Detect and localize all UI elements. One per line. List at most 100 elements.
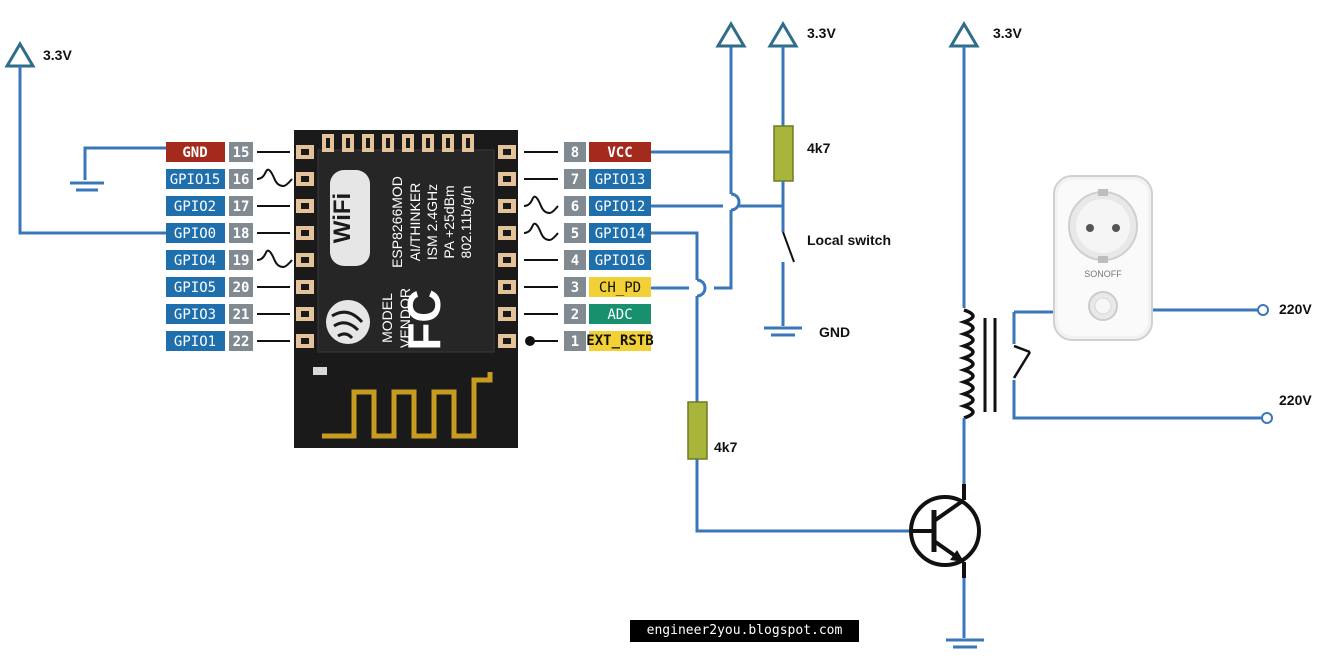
pin-number: 22 [233,334,250,350]
vcc-left-label: 3.3V [43,47,72,63]
pin-number: 8 [571,145,579,161]
pin-number: 20 [233,280,250,296]
pin-number: 5 [571,226,579,242]
relay-coil [958,308,975,420]
pin-label: GPIO14 [595,226,646,242]
resistor-base-label: 4k7 [714,439,738,455]
mains-bottom-label: 220V [1279,392,1312,408]
pin-gpio16: 4 GPIO16 [524,250,651,270]
pin-number-badge [229,142,253,162]
espressif-logo [326,300,370,344]
pin-number-badge [564,142,586,162]
pin-badge [589,223,651,243]
gnd-label: GND [819,324,850,340]
reset-dot [525,336,535,346]
pin-badge [166,277,225,297]
pin-gpio14: 5 GPIO14 [523,222,651,243]
pin-number-badge [564,277,586,297]
pin-badge [166,142,225,162]
vcc-arrow-switch [767,21,799,48]
pin-gpio2: GPIO2 17 [166,196,290,216]
pin-badge [589,331,651,351]
pin-gpio0: GPIO0 18 [166,223,290,243]
pin-vcc: 8 VCC [524,142,651,162]
pin-label: GPIO16 [595,253,646,269]
pin-label: EXT_RSTB [586,333,653,349]
terminal-220v-bottom [1261,412,1273,424]
relay-contact-arm-1 [1013,344,1031,354]
pin-badge [166,250,225,270]
pin-badge [589,277,651,297]
pin-label: GPIO5 [174,280,216,296]
vcc-arrow-left [4,41,36,68]
top-pads [322,134,474,152]
side-pads [296,145,516,348]
pin-label: GPIO3 [174,307,216,323]
pin-number: 7 [571,172,579,188]
vcc-arrow-mid [715,21,747,48]
pin-label: CH_PD [599,280,641,296]
pin-gpio12: 6 GPIO12 [523,195,651,216]
pin-badge [166,223,225,243]
svg-text:PA +25dBm: PA +25dBm [441,185,457,258]
resistor-pullup [773,125,794,182]
vcc-switch-label: 3.3V [807,25,836,41]
fcc-logo: FC [398,289,450,350]
local-switch-label: Local switch [807,232,891,248]
pin-number: 6 [571,199,579,215]
pin-number: 4 [571,253,579,269]
pin-ext-rstb: 1 EXT_RSTB [525,331,654,351]
pin-number-badge [229,304,253,324]
pin-number: 1 [571,334,579,350]
esp8266-module: WiFi FC ESP8266MOD AI/THINKER ISM 2.4GHz… [294,130,518,448]
sonoff-brand: SONOFF [1084,269,1122,279]
relay-contact-arm-2 [1012,351,1032,379]
pin-lead [256,249,293,269]
pin-badge [589,250,651,270]
pin-number: 16 [233,172,250,188]
module-gnd [70,146,166,192]
pin-number: 19 [233,253,250,269]
pin-badge [166,304,225,324]
pin-number-badge [564,196,586,216]
resistor-pullup-label: 4k7 [807,140,831,156]
pin-badge [589,196,651,216]
switch-contact [782,231,795,263]
pin-lead [256,168,293,188]
pin-badge [589,169,651,189]
pin-number: 2 [571,307,579,323]
pin-label: GPIO0 [174,226,216,242]
gpio14-base-wire: 4k7 [651,231,912,533]
pin-badge [589,304,651,324]
svg-text:ISM 2.4GHz: ISM 2.4GHz [424,184,440,260]
pin-number-badge [229,277,253,297]
pin-number: 15 [233,145,250,161]
vcc-arrow-relay [948,21,980,48]
pin-badge [166,196,225,216]
pin-number-badge [229,250,253,270]
pin-number: 17 [233,199,250,215]
pin-number: 18 [233,226,250,242]
pin-gnd: GND 15 [166,142,290,162]
pin-number-badge [564,223,586,243]
pin-number-badge [229,331,253,351]
pin-label: GPIO2 [174,199,216,215]
pin-label: GND [182,145,207,161]
svg-text:FC: FC [398,289,450,350]
pin-label: GPIO13 [595,172,646,188]
pin-number-badge [564,331,586,351]
pin-badge [166,169,225,189]
vcc-supply-wire [651,21,747,290]
pin-label: VCC [607,145,632,161]
pin-number: 3 [571,280,579,296]
pin-gpio5: GPIO5 20 [166,277,290,297]
npn-transistor [909,484,981,578]
pin-label: GPIO12 [595,199,646,215]
pin-number-badge [229,223,253,243]
